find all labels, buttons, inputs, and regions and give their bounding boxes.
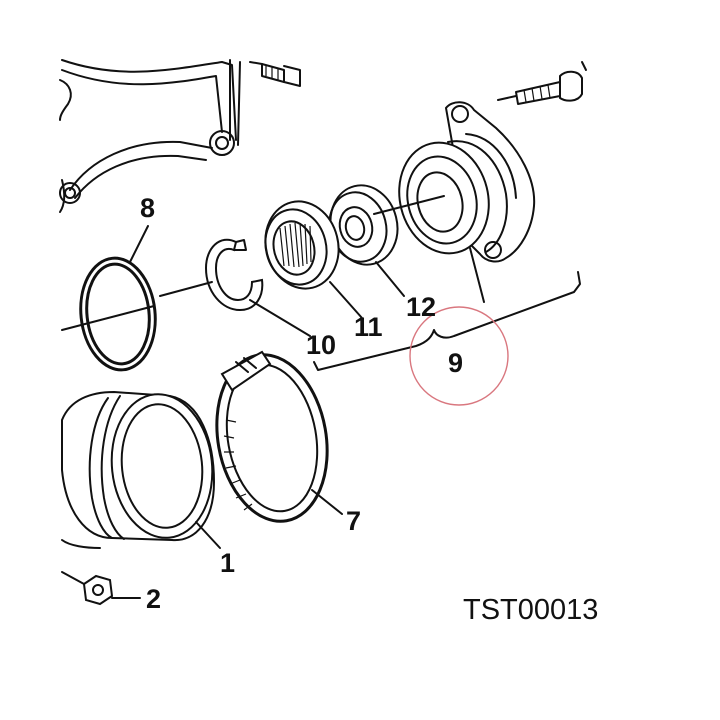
callout-8: 8 — [140, 193, 155, 223]
callout-7: 7 — [346, 506, 361, 536]
callout-9: 9 — [448, 348, 463, 378]
drawing-code: TST00013 — [463, 594, 598, 626]
o-ring-8 — [79, 256, 157, 372]
circlip-10 — [204, 238, 264, 312]
leader-lines — [111, 225, 485, 599]
callout-12: 12 — [406, 292, 436, 322]
bearing-housing-flange — [398, 101, 536, 263]
housing-cover — [59, 59, 241, 213]
needle-bearing-11 — [264, 200, 340, 290]
callout-11: 11 — [354, 312, 383, 342]
center-axis-lines — [61, 195, 445, 331]
callout-1: 1 — [220, 548, 235, 578]
highlight-circle — [409, 306, 509, 406]
boot-sleeve-1 — [61, 390, 216, 549]
hose-clamp-7 — [215, 350, 329, 523]
callout-2: 2 — [146, 584, 161, 614]
callout-10: 10 — [306, 330, 336, 360]
group-9-bracket — [313, 271, 581, 371]
nut-2 — [61, 571, 114, 606]
long-bolt — [497, 61, 587, 105]
top-bolt — [249, 61, 301, 87]
